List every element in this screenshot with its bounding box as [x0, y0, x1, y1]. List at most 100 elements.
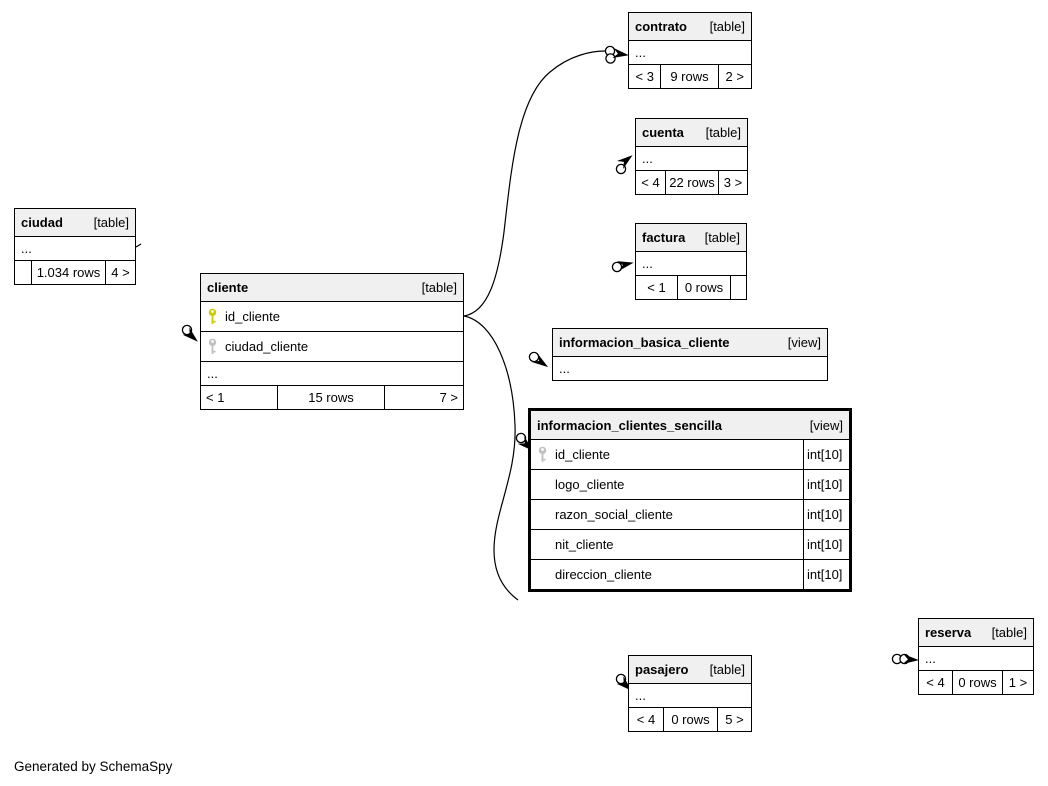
columns-ellipsis: ... — [636, 252, 746, 276]
edge-stub-ciudad — [135, 243, 142, 248]
entity-name: contrato — [635, 19, 687, 34]
entity-pasajero[interactable]: pasajero [table] ... < 4 0 rows 5 > — [628, 655, 752, 732]
column-row: id_cliente int[10] — [531, 440, 849, 470]
entity-ciudad[interactable]: ciudad [table] ... 1.034 rows 4 > — [14, 208, 136, 285]
entity-reserva-header[interactable]: reserva [table] — [919, 619, 1033, 647]
columns-ellipsis: ... — [559, 361, 570, 376]
pager-rows: 1.034 rows — [32, 261, 106, 284]
entity-kind: [table] — [709, 19, 745, 34]
column-name: id_cliente — [225, 309, 280, 324]
entity-name: ciudad — [21, 215, 63, 230]
pager-prev: < 4 — [919, 671, 953, 694]
pager-prev: < 1 — [636, 276, 678, 299]
column-row: logo_cliente int[10] — [531, 470, 849, 500]
pager-prev: < 3 — [629, 65, 662, 88]
pager-prev — [15, 261, 32, 284]
columns-ellipsis: ... — [15, 237, 135, 261]
pager-prev: < 4 — [629, 708, 664, 731]
columns-ellipsis: ... — [201, 361, 463, 386]
entity-name: informacion_clientes_sencilla — [537, 417, 722, 433]
entity-pager: < 1 0 rows — [636, 276, 746, 299]
entity-name: cliente — [207, 280, 249, 295]
entity-cliente[interactable]: cliente [table] id_cliente ciudad_client… — [200, 273, 464, 410]
entity-informacion-clientes-sencilla[interactable]: informacion_clientes_sencilla [view] id_… — [528, 408, 852, 592]
entity-kind: [table] — [991, 625, 1027, 640]
column-row: id_cliente — [201, 302, 463, 332]
entity-name: factura — [642, 230, 686, 245]
column-type: int[10] — [803, 500, 849, 529]
entity-factura[interactable]: factura [table] ... < 1 0 rows — [635, 223, 747, 300]
connector-factura — [611, 261, 634, 273]
entity-pager: < 4 22 rows 3 > — [636, 171, 747, 194]
entity-kind: [table] — [421, 280, 457, 295]
pager-rows: 0 rows — [953, 671, 1003, 694]
column-row: razon_social_cliente int[10] — [531, 500, 849, 530]
columns-ellipsis: ... — [629, 684, 751, 708]
entity-pager: < 1 15 rows 7 > — [201, 386, 463, 409]
pager-rows: 0 rows — [678, 276, 731, 299]
entity-name: cuenta — [642, 125, 684, 140]
pager-next: 5 > — [725, 712, 744, 727]
entity-cuenta[interactable]: cuenta [table] ... < 4 22 rows 3 > — [635, 118, 748, 195]
entity-pager: < 3 9 rows 2 > — [629, 65, 751, 88]
entity-name: pasajero — [635, 662, 689, 677]
entity-factura-header[interactable]: factura [table] — [636, 224, 746, 252]
pager-prev: < 4 — [636, 171, 666, 194]
column-row: ciudad_cliente — [201, 332, 463, 362]
connector-reserva — [891, 653, 919, 665]
column-name: id_cliente — [555, 447, 610, 462]
entity-cuenta-header[interactable]: cuenta [table] — [636, 119, 747, 147]
entity-kind: [table] — [705, 125, 741, 140]
foreign-key-icon — [538, 446, 547, 462]
column-name: razon_social_cliente — [555, 507, 673, 522]
entity-kind: [table] — [709, 662, 745, 677]
entity-informacion-clientes-sencilla-header[interactable]: informacion_clientes_sencilla [view] — [531, 411, 849, 440]
pager-next: 2 > — [725, 69, 744, 84]
column-name: ciudad_cliente — [225, 339, 309, 354]
column-type: int[10] — [803, 560, 849, 589]
entity-name: informacion_basica_cliente — [559, 335, 730, 350]
connector-contrato — [604, 45, 629, 64]
entity-pager: < 4 0 rows 5 > — [629, 708, 751, 731]
column-name: nit_cliente — [555, 537, 614, 552]
connector-cliente-ciudad-cliente — [181, 324, 198, 342]
entity-ciudad-header[interactable]: ciudad [table] — [15, 209, 135, 237]
columns-ellipsis: ... — [629, 41, 751, 65]
pager-next: 1 > — [1008, 675, 1028, 690]
edge-cliente-south — [463, 315, 519, 601]
entity-informacion-basica-cliente[interactable]: informacion_basica_cliente [view] ... — [552, 328, 828, 381]
entity-pager: < 4 0 rows 1 > — [919, 671, 1033, 694]
entity-reserva[interactable]: reserva [table] ... < 4 0 rows 1 > — [918, 618, 1034, 695]
pager-next: 4 > — [111, 265, 130, 280]
pager-rows: 22 rows — [666, 171, 719, 194]
entity-pager: 1.034 rows 4 > — [15, 261, 135, 284]
pager-rows: 9 rows — [661, 65, 719, 88]
entity-informacion-basica-cliente-header[interactable]: informacion_basica_cliente [view] — [553, 329, 827, 357]
column-row: nit_cliente int[10] — [531, 530, 849, 560]
connector-informacion-basica-cliente — [528, 351, 549, 368]
foreign-key-icon — [208, 338, 217, 354]
edge-cliente-to-contrato — [463, 50, 606, 317]
columns-ellipsis: ... — [919, 647, 1033, 671]
entity-kind: [view] — [787, 335, 821, 350]
entity-contrato[interactable]: contrato [table] ... < 3 9 rows 2 > — [628, 12, 752, 89]
connector-cuenta — [615, 155, 633, 175]
columns-ellipsis: ... — [636, 147, 747, 171]
column-type: int[10] — [803, 530, 849, 559]
pager-next: 7 > — [439, 390, 458, 405]
entity-name: reserva — [925, 625, 972, 640]
column-row: direccion_cliente int[10] — [531, 560, 849, 589]
pager-next — [731, 276, 746, 299]
entity-cliente-header[interactable]: cliente [table] — [201, 274, 463, 302]
column-type: int[10] — [803, 440, 849, 469]
pager-rows: 0 rows — [664, 708, 718, 731]
entity-kind: [view] — [809, 417, 843, 433]
column-name: logo_cliente — [555, 477, 625, 492]
primary-key-icon — [208, 308, 217, 324]
entity-kind: [table] — [93, 215, 129, 230]
pager-next: 3 > — [723, 175, 743, 190]
entity-contrato-header[interactable]: contrato [table] — [629, 13, 751, 41]
entity-pasajero-header[interactable]: pasajero [table] — [629, 656, 751, 684]
generator-note: Generated by SchemaSpy — [14, 759, 173, 774]
